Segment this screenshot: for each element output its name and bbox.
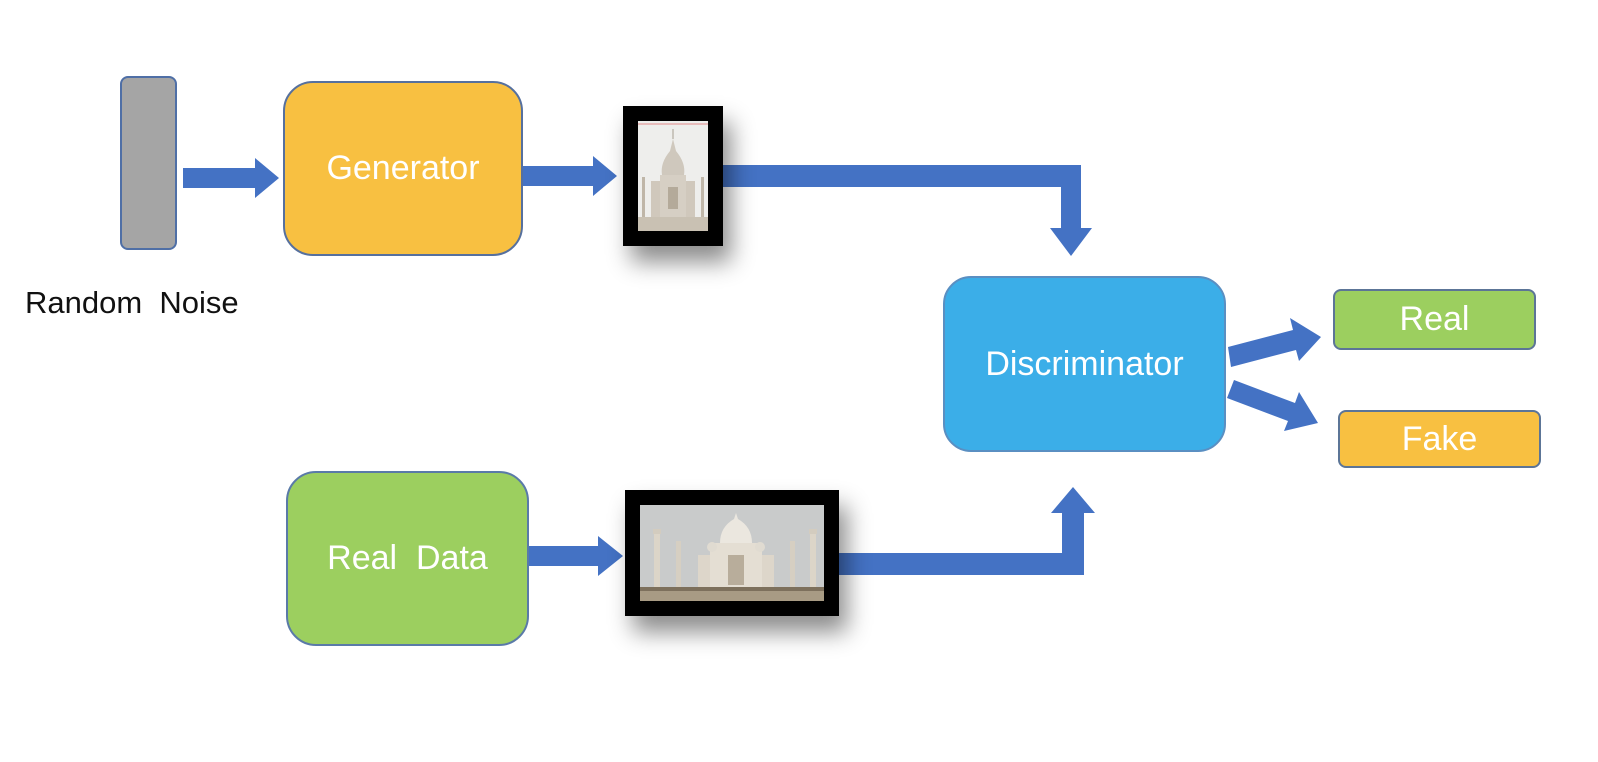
- real-image: [625, 490, 839, 616]
- random-noise-vector: [120, 76, 177, 250]
- arrow-discriminator-to-real: [1228, 318, 1321, 367]
- taj-mahal-portrait-image: [638, 121, 708, 231]
- arrow-real-image-to-discriminator: [839, 487, 1095, 575]
- discriminator-block: Discriminator: [943, 276, 1226, 452]
- arrow-noise-to-generator: [183, 158, 279, 198]
- random-noise-label: Random Noise: [25, 285, 239, 320]
- arrow-discriminator-to-fake: [1227, 380, 1318, 431]
- discriminator-label: Discriminator: [985, 344, 1184, 383]
- output-real-label: Real: [1399, 300, 1470, 338]
- arrow-generator-to-fake-image: [523, 156, 617, 196]
- generator-label: Generator: [326, 149, 480, 187]
- generated-image-content: [638, 121, 708, 231]
- real-data-block: Real Data: [286, 471, 529, 646]
- arrow-fake-image-to-discriminator: [723, 165, 1092, 256]
- generated-image: [623, 106, 723, 246]
- generator-block: Generator: [283, 81, 523, 256]
- output-real-box: Real: [1333, 289, 1536, 350]
- output-fake-box: Fake: [1338, 410, 1541, 468]
- output-fake-label: Fake: [1401, 419, 1478, 458]
- taj-mahal-landscape-image: [640, 505, 824, 601]
- real-data-label: Real Data: [327, 539, 488, 577]
- arrow-real-data-to-real-image: [529, 536, 623, 576]
- real-image-content: [640, 505, 824, 601]
